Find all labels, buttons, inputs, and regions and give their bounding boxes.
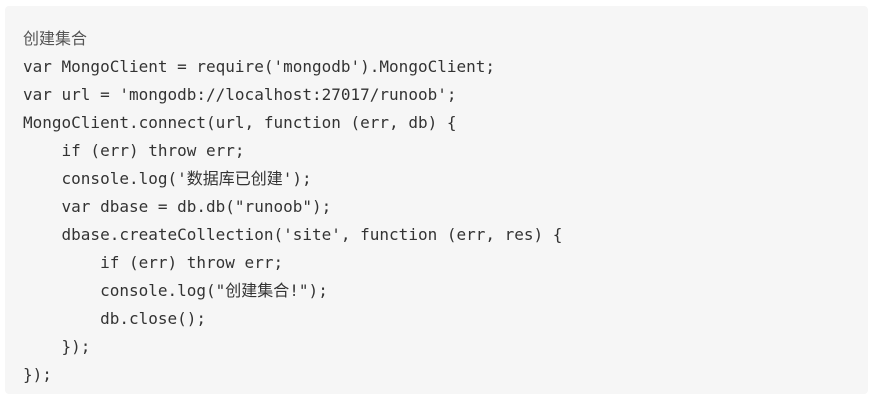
code-line: dbase.createCollection('site', function … [23, 225, 563, 244]
code-line: console.log("创建集合!"); [23, 281, 328, 300]
code-lines: var MongoClient = require('mongodb').Mon… [23, 53, 562, 389]
code-line: MongoClient.connect(url, function (err, … [23, 113, 457, 132]
code-block-title: 创建集合 [23, 29, 88, 48]
code-line: var MongoClient = require('mongodb').Mon… [23, 57, 496, 76]
code-line: console.log('数据库已创建'); [23, 169, 312, 188]
code-line: }); [23, 365, 52, 384]
code-block: 创建集合 var MongoClient = require('mongodb'… [5, 6, 868, 394]
code-line: var url = 'mongodb://localhost:27017/run… [23, 85, 457, 104]
code-line: var dbase = db.db("runoob"); [23, 197, 332, 216]
code-line: db.close(); [23, 309, 207, 328]
code-line: if (err) throw err; [23, 141, 245, 160]
code-line: if (err) throw err; [23, 253, 284, 272]
code-line: }); [23, 337, 91, 356]
